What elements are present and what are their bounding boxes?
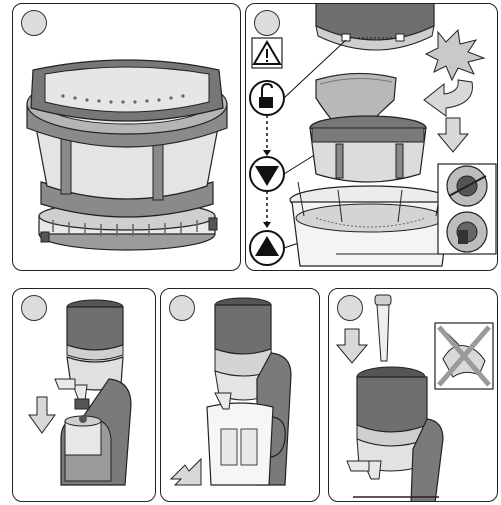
panel-4 bbox=[160, 288, 320, 502]
panel-1 bbox=[12, 3, 241, 271]
panel-3 bbox=[12, 288, 156, 502]
burst-icon bbox=[426, 30, 484, 80]
down-arrow-icon bbox=[438, 118, 468, 152]
panel-2 bbox=[245, 3, 498, 271]
down-triangle-icon bbox=[250, 157, 284, 191]
no-hand-icon bbox=[435, 323, 493, 389]
rotate-arrow-icon bbox=[424, 80, 472, 116]
strainer-basket-illustration bbox=[13, 4, 241, 271]
juicer-bowl-illustration bbox=[13, 289, 156, 502]
assembly-illustration bbox=[246, 4, 498, 271]
juicer-pusher-illustration bbox=[329, 289, 498, 502]
panel-5 bbox=[328, 288, 498, 502]
warning-triangle-icon bbox=[252, 38, 282, 68]
up-triangle-icon bbox=[250, 231, 284, 265]
juicer-cup-illustration bbox=[161, 289, 320, 502]
unlocked-padlock-icon bbox=[250, 81, 284, 115]
